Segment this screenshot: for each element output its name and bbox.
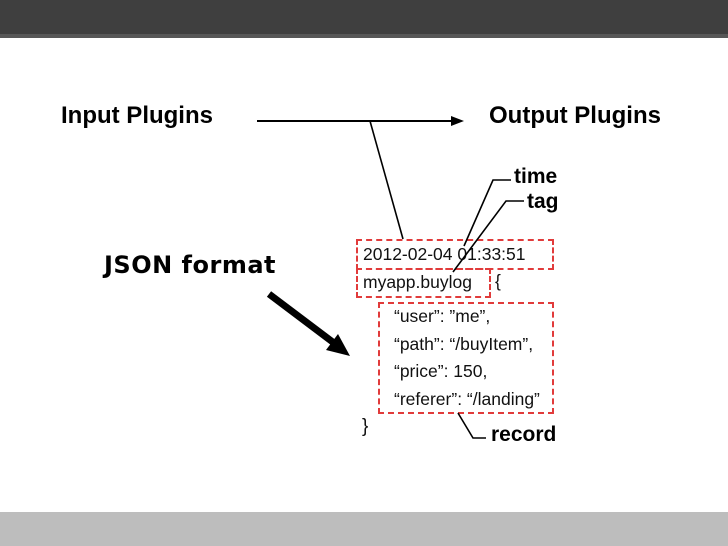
bottom-bar <box>0 512 728 546</box>
log-record-line: “user”: ”me”, <box>394 306 491 326</box>
time-leader-line <box>463 179 511 247</box>
json-arrow-head <box>326 334 350 356</box>
log-record-line: “price”: 150, <box>394 361 488 381</box>
flow-arrow-head <box>451 116 464 126</box>
json-format-label: JSON format <box>104 251 276 279</box>
tag-annotation-label: tag <box>527 190 559 213</box>
top-bar <box>0 0 728 38</box>
log-record-line: “referer”: “/landing” <box>394 389 540 409</box>
log-open-brace: { <box>495 271 501 291</box>
branch-line <box>369 120 404 240</box>
tag-highlight-box <box>356 268 491 298</box>
log-record-line: “path”: “/buyItem”, <box>394 334 534 354</box>
log-timestamp-text: 2012-02-04 01:33:51 <box>363 244 526 264</box>
json-arrow-shaft <box>266 291 337 346</box>
log-tag-text: myapp.buylog <box>363 272 472 292</box>
input-plugins-label: Input Plugins <box>61 102 213 129</box>
record-annotation-label: record <box>491 423 557 446</box>
record-leader-line <box>457 412 486 439</box>
output-plugins-label: Output Plugins <box>489 102 661 129</box>
log-close-brace: } <box>362 416 369 437</box>
time-annotation-label: time <box>514 165 558 188</box>
